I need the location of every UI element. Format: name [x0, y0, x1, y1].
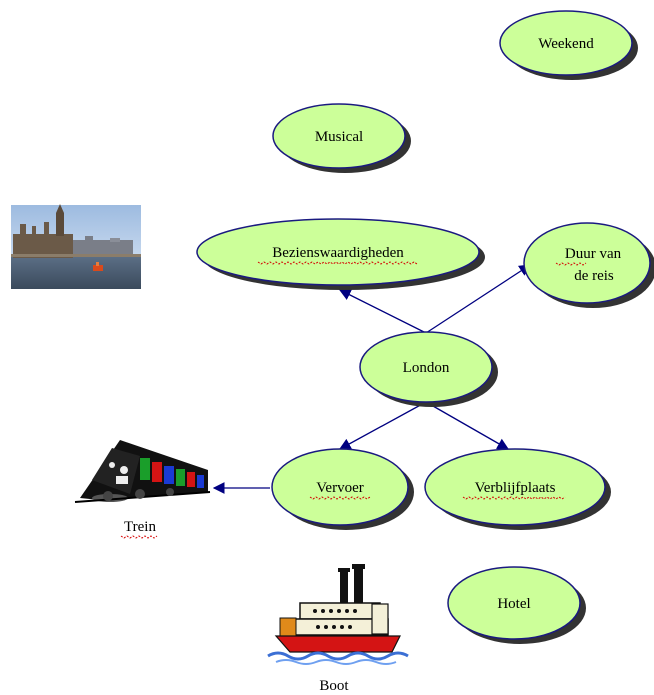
london-parliament-photo — [11, 204, 141, 289]
node-hotel[interactable]: Hotel — [447, 566, 586, 644]
node-verblijfplaats-label: Verblijfplaats — [475, 480, 556, 496]
edges — [212, 264, 531, 494]
node-vervoer[interactable]: Vervoer — [271, 448, 414, 530]
node-duur-label-line2: de reis — [574, 268, 614, 284]
node-hotel-label: Hotel — [497, 596, 530, 612]
node-weekend-label: Weekend — [538, 36, 594, 52]
edge-london-vervoer — [338, 401, 427, 450]
trein-label: Trein — [124, 519, 156, 535]
node-musical-label: Musical — [315, 129, 363, 145]
spellcheck-underline — [257, 261, 418, 265]
spellcheck-underline — [462, 496, 566, 500]
node-bezienswaardigheden[interactable]: Bezienswaardigheden — [196, 218, 485, 290]
node-vervoer-label: Vervoer — [316, 480, 363, 496]
edge-london-duur — [425, 264, 531, 334]
node-bezienswaardigheden-label: Bezienswaardigheden — [272, 245, 404, 261]
node-weekend[interactable]: Weekend — [499, 10, 638, 80]
node-london[interactable]: London — [359, 331, 498, 407]
node-duur-label-line1: Duur van — [565, 246, 622, 262]
spellcheck-underline — [309, 496, 371, 500]
node-london-label: London — [403, 360, 450, 376]
node-verblijfplaats[interactable]: Verblijfplaats — [424, 448, 611, 530]
edge-london-bezienswaardigheden — [338, 289, 427, 334]
steamboat-clipart — [267, 564, 409, 665]
spellcheck-underline — [555, 262, 587, 266]
boot-label: Boot — [319, 678, 349, 694]
edge-london-verblijfplaats — [425, 401, 510, 450]
node-duur-van-de-reis[interactable]: Duur van de reis — [523, 222, 654, 308]
train-clipart — [74, 440, 211, 503]
node-musical[interactable]: Musical — [272, 103, 411, 173]
spellcheck-underline — [120, 535, 158, 539]
